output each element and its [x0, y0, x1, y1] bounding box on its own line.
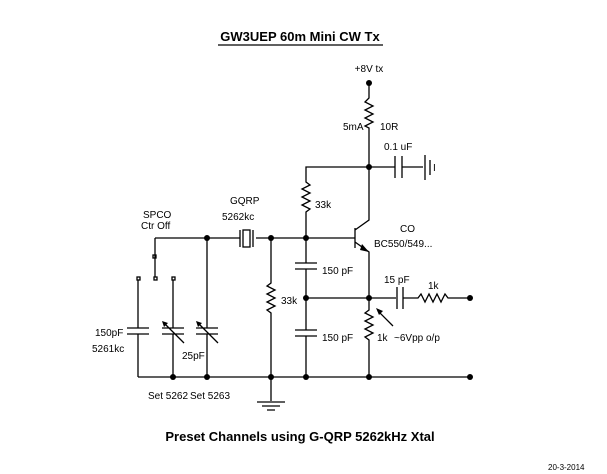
trimmer-set-5262[interactable]	[162, 280, 185, 377]
resistor-33k-top	[300, 166, 369, 238]
footer-caption: Preset Channels using G-QRP 5262kHz Xtal	[165, 429, 434, 444]
set-5263-label: Set 5263	[190, 391, 230, 402]
output-terminal[interactable]	[467, 295, 473, 301]
ground-icon	[257, 377, 285, 411]
date: 20-3-2014	[548, 463, 585, 472]
feedback-capacitors	[295, 238, 317, 377]
c-fixed-freq: 5261kc	[92, 344, 124, 355]
c-trim-label: 25pF	[182, 351, 205, 362]
set-5262-label: Set 5262	[148, 391, 188, 402]
resistor-33k-bottom	[265, 238, 277, 377]
c-out-label: 15 pF	[384, 275, 410, 286]
resistor-10r	[363, 83, 375, 167]
r-emitter-label: 1k	[377, 333, 389, 344]
crystal-name: GQRP	[230, 196, 260, 207]
supply-label: +8V tx	[355, 64, 384, 75]
switch-type: Ctr Off	[141, 221, 170, 232]
emitter-arrow-icon	[360, 244, 369, 252]
c-fixed-label: 150pF	[95, 328, 123, 339]
crystal-freq: 5262kc	[222, 212, 254, 223]
transistor-bc550	[354, 167, 370, 298]
current-label: 5mA	[343, 122, 364, 133]
c-feedback-bottom-label: 150 pF	[322, 333, 353, 344]
r-bias-top-label: 33k	[315, 200, 332, 211]
c-decouple-label: 0.1 uF	[384, 142, 412, 153]
capacitor-0-1uf	[369, 155, 431, 180]
ground-mark: I	[433, 163, 436, 174]
c-feedback-top-label: 150 pF	[322, 266, 353, 277]
trimmer-set-5263[interactable]	[196, 238, 219, 377]
title: GW3UEP 60m Mini CW Tx	[220, 29, 380, 44]
crystal	[242, 229, 251, 248]
transistor-name: CO	[400, 224, 415, 235]
switch-name: SPCO	[143, 210, 172, 221]
output-network	[369, 287, 470, 309]
r-bias-bottom-label: 33k	[281, 296, 298, 307]
r-supply-label: 10R	[380, 122, 398, 133]
capacitor-150pf	[127, 280, 149, 377]
transistor-type: BC550/549...	[374, 239, 432, 250]
crystal-plates	[239, 230, 254, 247]
r-out-label: 1k	[428, 281, 440, 292]
output-level: ~6Vpp o/p	[394, 333, 440, 344]
